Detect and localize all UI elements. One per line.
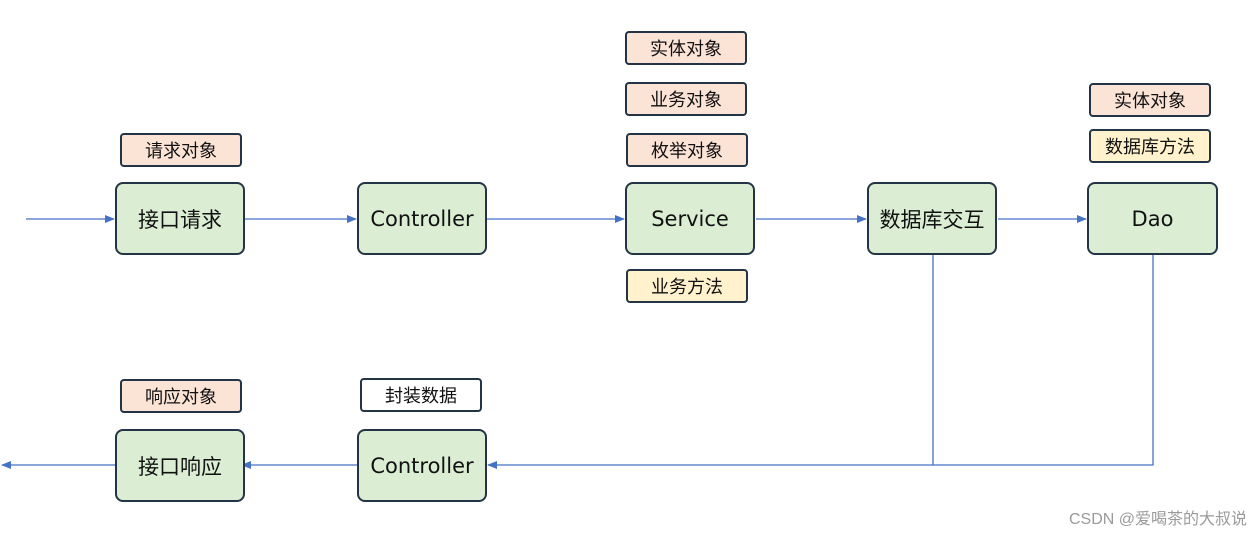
service-business-object-tag: 业务对象: [625, 82, 747, 116]
dao-entity-object-tag: 实体对象: [1089, 83, 1211, 117]
service-node: Service: [625, 182, 755, 255]
controller-top-node: Controller: [357, 182, 487, 255]
dao-db-method-tag: 数据库方法: [1089, 129, 1211, 163]
service-entity-object-tag: 实体对象: [625, 31, 747, 65]
wrap-data-tag: 封装数据: [360, 378, 482, 412]
request-object-tag: 请求对象: [120, 133, 242, 167]
interface-request-node: 接口请求: [115, 182, 245, 255]
dao-node: Dao: [1087, 182, 1218, 255]
controller-bottom-node: Controller: [357, 429, 487, 502]
watermark: CSDN @爱喝茶的大叔说: [1068, 511, 1247, 528]
service-enum-object-tag: 枚举对象: [626, 133, 748, 167]
service-business-method-tag: 业务方法: [626, 269, 748, 303]
interface-response-node: 接口响应: [115, 429, 245, 502]
response-object-tag: 响应对象: [120, 379, 242, 413]
dao-return-line: [487, 254, 1154, 469]
db-interaction-node: 数据库交互: [867, 182, 997, 255]
